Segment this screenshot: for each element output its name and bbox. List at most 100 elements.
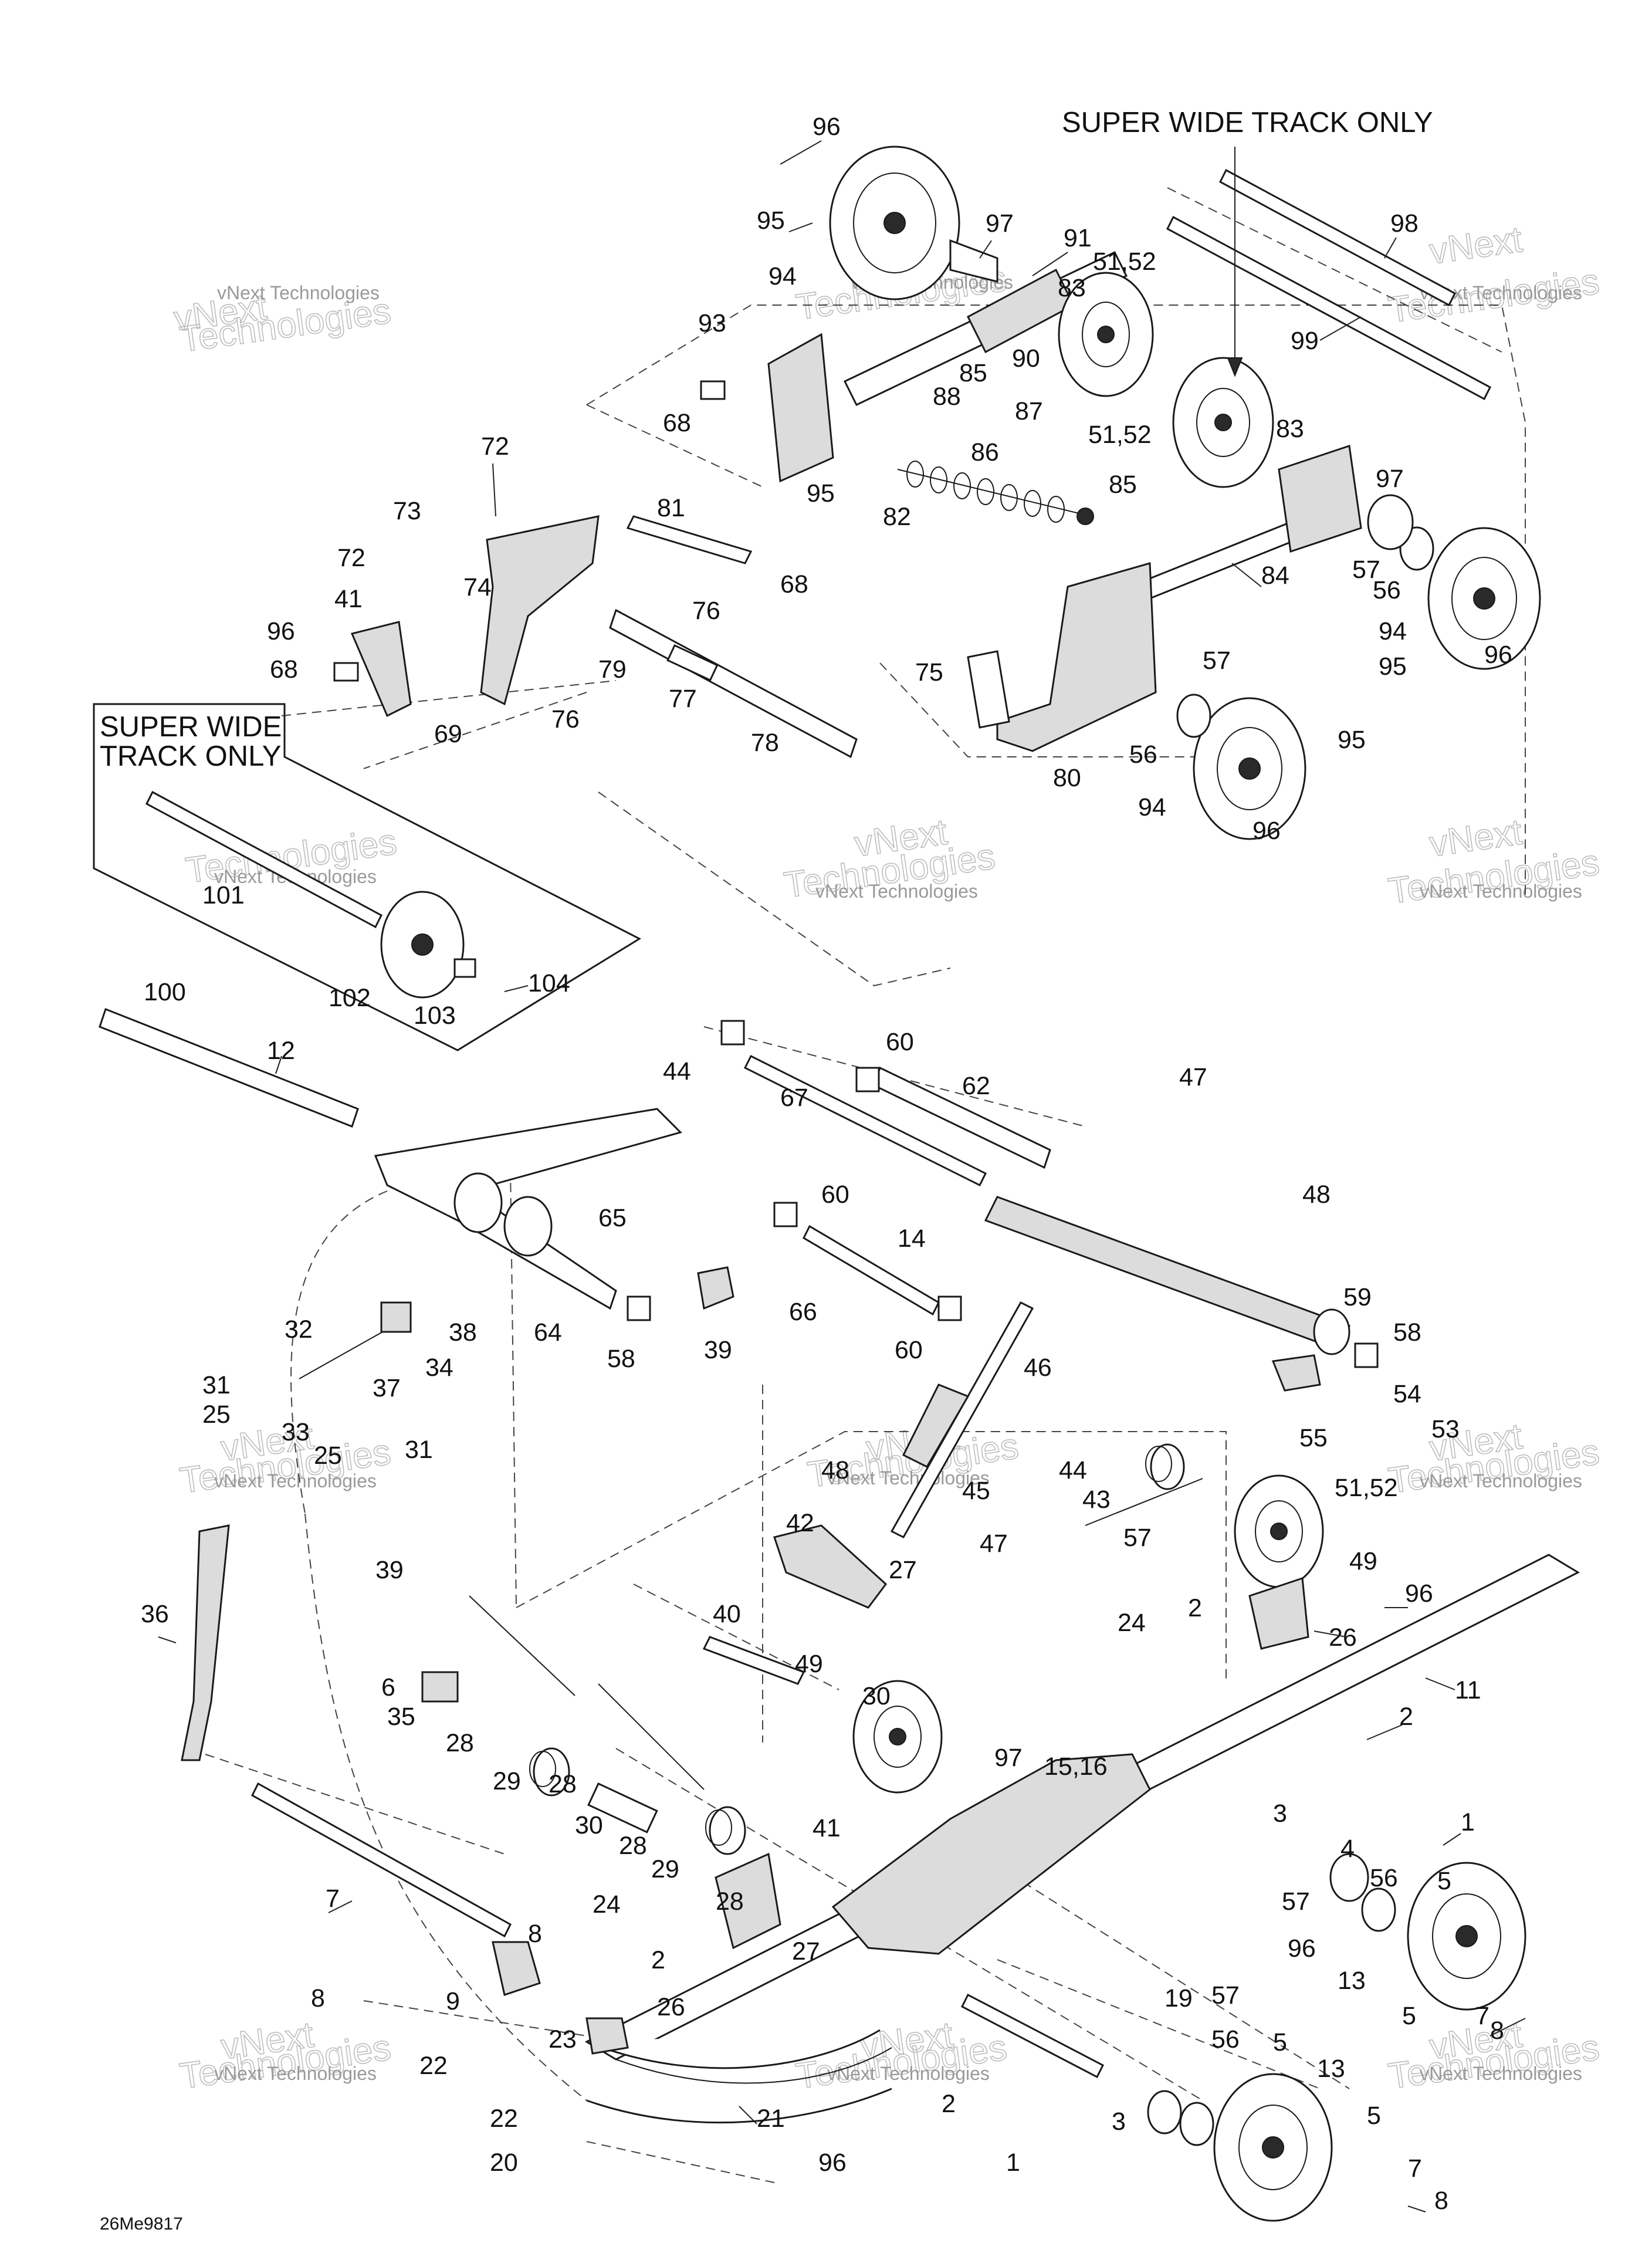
callout: 39 bbox=[704, 1336, 732, 1364]
spring-82 bbox=[897, 461, 1094, 525]
callout: 97 bbox=[994, 1744, 1023, 1772]
callout: 77 bbox=[669, 685, 697, 713]
callout: 6 bbox=[381, 1673, 395, 1701]
callout: 44 bbox=[663, 1057, 691, 1085]
shaft-67 bbox=[743, 1054, 987, 1187]
callout: 68 bbox=[780, 570, 808, 598]
slider-21 bbox=[585, 2017, 629, 2055]
callout: 74 bbox=[463, 573, 492, 601]
callout: 11 bbox=[1455, 1676, 1481, 1704]
callout: 56 bbox=[1211, 2025, 1240, 2054]
callout: 56 bbox=[1373, 576, 1401, 604]
callouts: 96 95 94 97 91 83 51,52 98 99 93 90 85 8… bbox=[141, 113, 1512, 2215]
bracket-80 bbox=[996, 562, 1157, 752]
callout: 85 bbox=[1109, 471, 1137, 499]
callout: 60 bbox=[886, 1028, 914, 1056]
callout: 94 bbox=[1379, 617, 1407, 645]
callout: 3 bbox=[1273, 1799, 1287, 1828]
callout: 47 bbox=[980, 1530, 1008, 1558]
callout: 2 bbox=[651, 1946, 665, 1974]
slider-26-right bbox=[1248, 1577, 1309, 1650]
callout: 96 bbox=[267, 617, 295, 645]
spacer-97 bbox=[949, 239, 998, 283]
bushing-44 bbox=[720, 1020, 745, 1046]
bushing-68-top bbox=[700, 380, 726, 400]
callout: 64 bbox=[534, 1318, 562, 1347]
callout: 54 bbox=[1393, 1380, 1421, 1408]
callout: 101 bbox=[202, 881, 245, 909]
callout: 31 bbox=[405, 1436, 433, 1464]
callout: 45 bbox=[962, 1477, 990, 1505]
shaft-40 bbox=[702, 1636, 805, 1685]
callout: 76 bbox=[692, 597, 720, 625]
callout: 37 bbox=[373, 1374, 401, 1402]
callout: 75 bbox=[915, 658, 943, 686]
slider-26-left bbox=[715, 1852, 781, 1950]
callout: 94 bbox=[1138, 793, 1166, 821]
callout: 2 bbox=[942, 2090, 956, 2118]
callout: 56 bbox=[1370, 1864, 1398, 1892]
callout: 59 bbox=[1343, 1283, 1372, 1311]
svg-text:vNext Technologies: vNext Technologies bbox=[217, 282, 380, 303]
callout: 29 bbox=[651, 1855, 679, 1883]
callout: 25 bbox=[314, 1442, 342, 1470]
bushing-60-top bbox=[855, 1067, 880, 1092]
bracket-34 bbox=[380, 1301, 412, 1333]
callout: 60 bbox=[821, 1180, 849, 1209]
callout: 78 bbox=[751, 729, 779, 757]
callout: 2 bbox=[1188, 1594, 1202, 1622]
callout: 60 bbox=[895, 1336, 923, 1364]
callout: 30 bbox=[575, 1811, 603, 1839]
callout: 7 bbox=[1408, 2154, 1422, 2183]
callout: 53 bbox=[1431, 1415, 1460, 1443]
callout: 8 bbox=[1434, 2187, 1448, 2215]
callout: 32 bbox=[285, 1315, 313, 1344]
callout: 1 bbox=[1461, 1808, 1475, 1836]
callout: 8 bbox=[1490, 2017, 1504, 2045]
callout: 68 bbox=[663, 409, 691, 437]
callout: 55 bbox=[1299, 1424, 1328, 1452]
callout: 8 bbox=[528, 1920, 542, 1948]
callout: 35 bbox=[387, 1703, 415, 1731]
spacer-77 bbox=[666, 644, 719, 682]
callout: 68 bbox=[270, 655, 298, 684]
bushing-68 bbox=[333, 662, 359, 682]
callout: 72 bbox=[481, 432, 509, 461]
rod-98 bbox=[1219, 168, 1456, 307]
callout: 4 bbox=[1340, 1835, 1355, 1863]
callout: 57 bbox=[1211, 1981, 1240, 2010]
callout: 19 bbox=[1164, 1984, 1193, 2012]
callout: 24 bbox=[1118, 1609, 1146, 1637]
callout: 94 bbox=[769, 262, 797, 290]
callout: 42 bbox=[786, 1509, 814, 1537]
callout: 83 bbox=[1276, 415, 1304, 443]
callout: 40 bbox=[713, 1600, 741, 1628]
arm-64 bbox=[374, 1108, 682, 1310]
callout: 8 bbox=[311, 1984, 325, 2012]
callout: 51,52 bbox=[1093, 248, 1156, 276]
super-wide-box-line1: SUPER WIDE bbox=[100, 711, 282, 743]
callout: 82 bbox=[883, 503, 911, 531]
super-wide-top-label: SUPER WIDE TRACK ONLY bbox=[1062, 107, 1433, 138]
center-arm-assembly bbox=[99, 1008, 1379, 1685]
bracket-42 bbox=[773, 1524, 888, 1609]
block-39 bbox=[697, 1266, 734, 1310]
callout: 66 bbox=[789, 1298, 817, 1326]
callout: 9 bbox=[446, 1987, 460, 2015]
callout: 5 bbox=[1437, 1867, 1451, 1895]
callout: 44 bbox=[1059, 1456, 1087, 1484]
bracket-left bbox=[767, 333, 834, 483]
svg-text:vNext Technologies: vNext Technologies bbox=[815, 881, 978, 902]
callout: 96 bbox=[1288, 1934, 1316, 1963]
callout: 99 bbox=[1291, 327, 1319, 355]
callout: 80 bbox=[1053, 764, 1081, 792]
callout: 30 bbox=[862, 1682, 891, 1710]
callout: 86 bbox=[971, 438, 999, 466]
callout: 26 bbox=[657, 1993, 685, 2021]
callout: 95 bbox=[757, 207, 785, 235]
callout: 31 bbox=[202, 1371, 231, 1399]
